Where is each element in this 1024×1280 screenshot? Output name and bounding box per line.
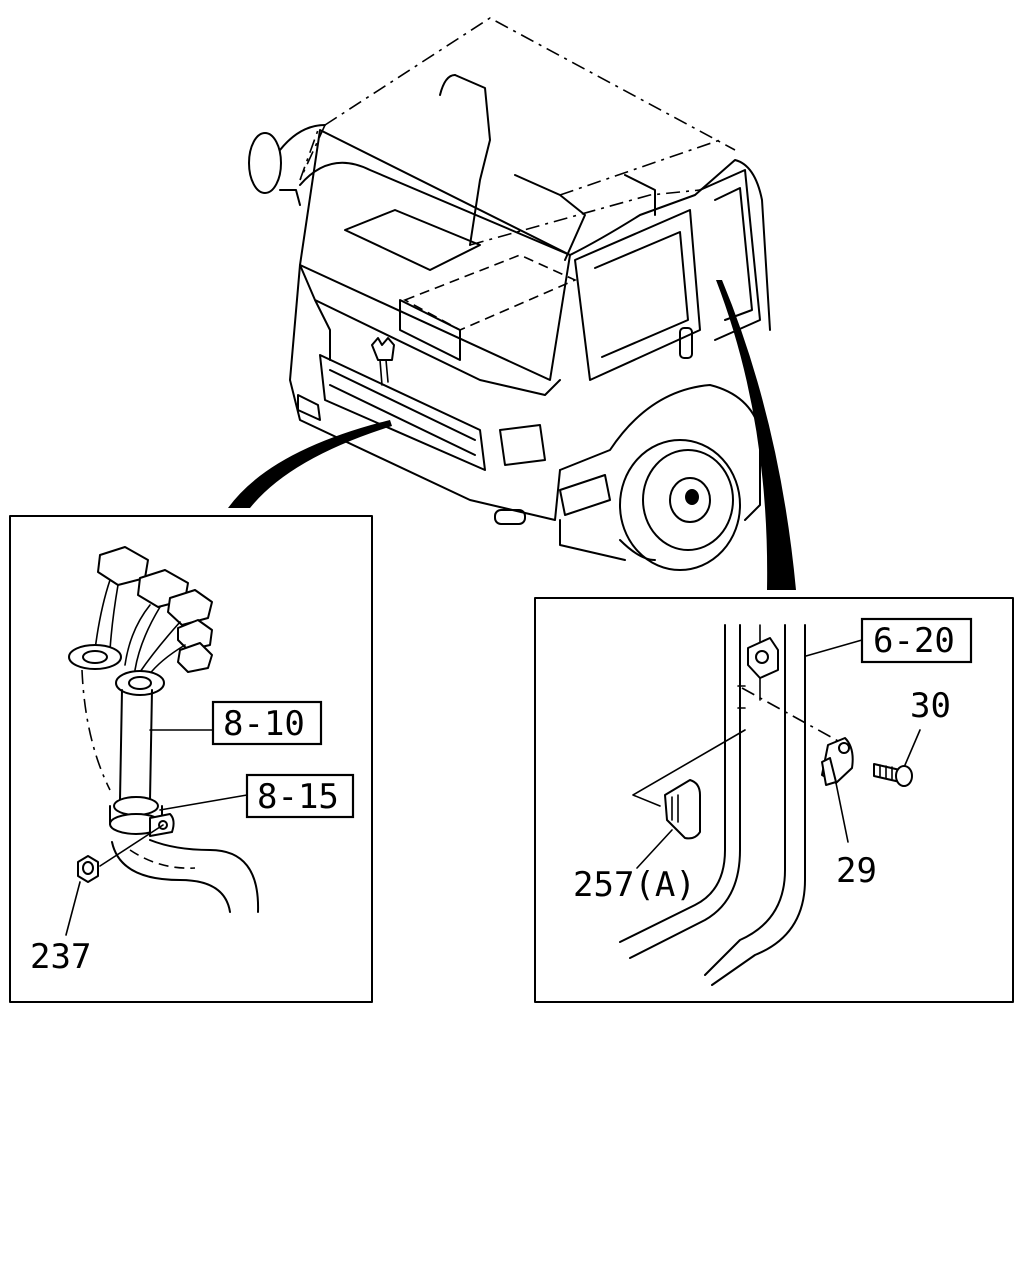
part-number-29: 29 [836,851,877,891]
part-number-237: 237 [30,937,91,977]
leader-swoosh-left [228,420,392,508]
part-number-257a: 257(A) [573,865,696,905]
ref-box-6-20 [860,617,973,664]
detail-panel-left [9,515,373,1003]
ref-box-8-15 [245,773,355,819]
part-number-30: 30 [910,686,951,726]
callout-8-15: 8-15 [257,777,339,817]
leader-swoosh-right [716,280,796,590]
ref-box-8-10 [211,700,323,746]
callout-8-10: 8-10 [223,704,305,744]
callout-6-20: 6-20 [873,621,955,661]
truck-cab-illustration [248,17,771,571]
detail-panel-right [534,597,1014,1003]
